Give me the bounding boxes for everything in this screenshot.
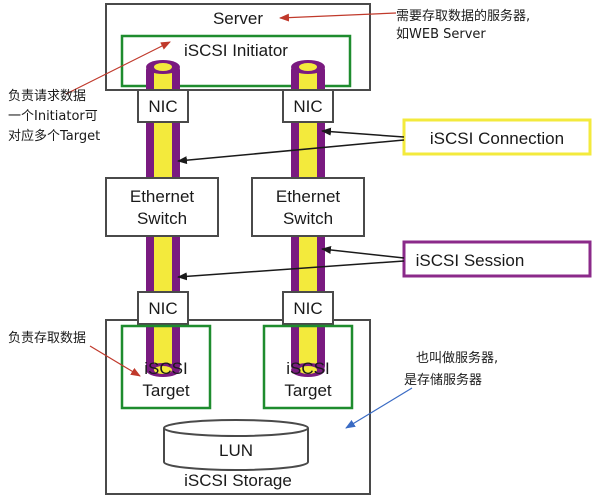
- server-note-line1: 需要存取数据的服务器,: [396, 8, 530, 24]
- nic-top-right: [282, 89, 334, 123]
- initiator-note-line3: 对应多个Target: [8, 128, 100, 144]
- storage-box: [105, 319, 371, 495]
- switch-right: [251, 177, 365, 237]
- session-callout-box: [402, 240, 592, 278]
- switch-left-line2: Switch: [137, 209, 187, 228]
- target-left-box: [120, 324, 212, 410]
- nic-top-left: [137, 89, 189, 123]
- storage-note-line2: 是存储服务器: [404, 372, 482, 388]
- lun-disk-icon: [163, 419, 309, 471]
- initiator-note-arrow: [65, 41, 171, 95]
- target-left-line2: Target: [142, 381, 190, 400]
- nic-bottom-left-label: NIC: [148, 299, 177, 318]
- target-left-line1: iSCSI: [144, 359, 187, 378]
- server-title: Server: [213, 9, 263, 28]
- session-arrow-left: [177, 260, 405, 281]
- server-note-arrow: [279, 12, 397, 22]
- session-callout-label: iSCSI Session: [416, 251, 525, 270]
- target-note-arrow: [89, 345, 141, 377]
- nic-top-left-label: NIC: [148, 97, 177, 116]
- server-note-line2: 如WEB Server: [396, 26, 486, 42]
- switch-right-line2: Switch: [283, 209, 333, 228]
- connection-arrow-right: [321, 127, 405, 138]
- nic-bottom-right-label: NIC: [293, 299, 322, 318]
- target-right-line1: iSCSI: [286, 359, 329, 378]
- storage-title: iSCSI Storage: [184, 471, 292, 490]
- storage-note-line1: 也叫做服务器,: [416, 350, 498, 366]
- nic-bottom-left: [137, 291, 189, 325]
- target-right-box: [262, 324, 354, 410]
- nic-bottom-right: [282, 291, 334, 325]
- switch-left: [105, 177, 219, 237]
- lun-label: LUN: [219, 441, 253, 460]
- initiator-label: iSCSI Initiator: [184, 41, 288, 60]
- target-note: 负责存取数据: [8, 331, 86, 346]
- nic-top-right-label: NIC: [293, 97, 322, 116]
- switch-right-line1: Ethernet: [276, 187, 341, 206]
- connection-callout-box: [402, 118, 592, 156]
- initiator-note-line2: 一个Initiator可: [8, 109, 98, 124]
- storage-note-arrow: [345, 387, 413, 429]
- connection-callout-label: iSCSI Connection: [430, 129, 564, 148]
- connection-arrow-left: [177, 139, 405, 165]
- initiator-note-line1: 负责请求数据: [8, 89, 86, 104]
- session-arrow-right: [321, 246, 405, 259]
- target-right-line2: Target: [284, 381, 332, 400]
- switch-left-line1: Ethernet: [130, 187, 195, 206]
